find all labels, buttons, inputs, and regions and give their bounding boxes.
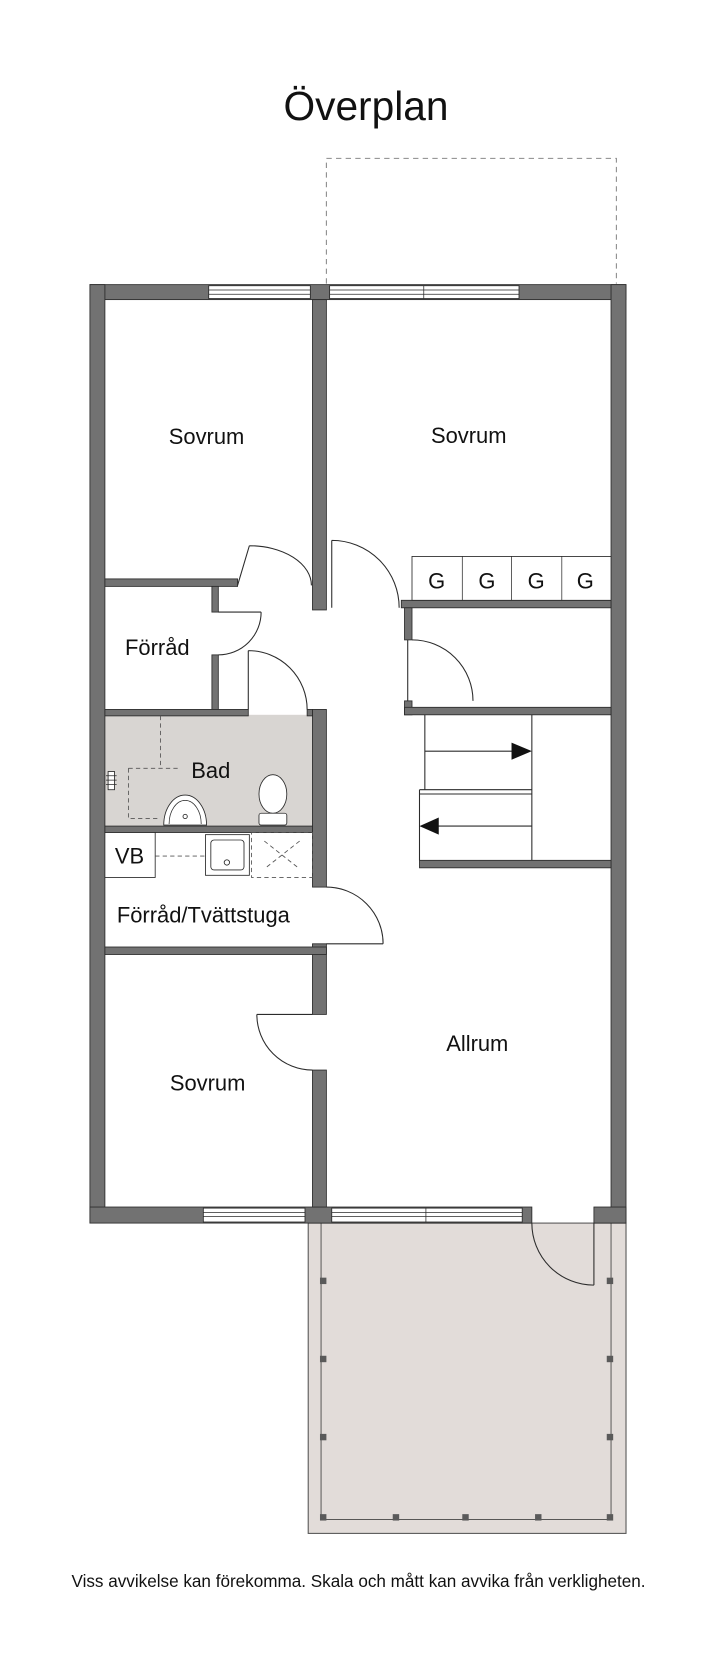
room-label-bad: Bad [191, 758, 230, 783]
appliance-space [251, 832, 313, 878]
window-frame [208, 285, 311, 299]
balcony-outline-dashed [325, 157, 617, 284]
utility-sink-drain [223, 859, 230, 866]
interior-wall-bedrooms [312, 299, 327, 611]
window-top-right [329, 285, 520, 299]
utility-sink-basin [210, 839, 245, 871]
door-terrace [531, 1223, 595, 1286]
terrace-post [319, 1433, 327, 1441]
exterior-wall-right [610, 284, 627, 1224]
door-storage [218, 611, 262, 656]
window-frame [331, 1207, 523, 1223]
door-bedroom-top-left [237, 545, 312, 586]
towel-warmer-icon [105, 771, 117, 791]
wardrobes: G G G G [411, 556, 612, 601]
wall-laundry-bottom [104, 946, 327, 955]
door-closet [407, 639, 474, 701]
window-top-left [208, 285, 311, 299]
window-glass [203, 1212, 305, 1218]
room-label-forrad: Förråd [125, 635, 190, 660]
stair-outline [418, 714, 533, 861]
terrace-post [535, 1514, 542, 1521]
wall-stair-bottom [419, 859, 612, 869]
terrace-post [606, 1433, 614, 1441]
washbasin-icon [163, 794, 207, 826]
wall-closets-bottom [400, 599, 612, 609]
washbasin-bowl [168, 800, 202, 824]
towel-warmer-body [107, 771, 115, 791]
doors [218, 539, 595, 1286]
terrace-post [319, 1514, 327, 1521]
room-label-sovrum-bottom: Sovrum [170, 1070, 246, 1095]
room-label-sovrum-top-right: Sovrum [431, 423, 507, 448]
wall-closet-left-upper [404, 607, 413, 641]
windows [202, 285, 523, 1223]
bathroom-fixtures [105, 715, 288, 826]
terrace-post [606, 1355, 614, 1363]
door-laundry [326, 886, 384, 945]
wall-bedroom-bottom [104, 578, 239, 587]
washbasin-drain [182, 813, 188, 820]
window-frame [329, 285, 520, 299]
plan-title: Överplan [284, 83, 449, 129]
terrace-floor [307, 1222, 627, 1534]
terrace-post [319, 1355, 327, 1363]
towel-warmer-rails [105, 775, 117, 785]
room-label-allrum: Allrum [446, 1031, 508, 1056]
wall-bath-bottom [104, 825, 313, 833]
wall-closet-bottom [404, 706, 612, 716]
disclaimer-text: Viss avvikelse kan förekomma. Skala och … [71, 1572, 645, 1591]
wall-storage-right-lower [211, 654, 219, 710]
shower-area-dashed [128, 715, 180, 820]
laundry-fixtures [104, 832, 313, 878]
door-bedroom-bottom [256, 1013, 313, 1071]
window-frame [202, 1207, 306, 1223]
door-bedroom-top-right [331, 539, 400, 608]
terrace-post [606, 1277, 614, 1285]
window-glass [329, 285, 520, 299]
wardrobe-label: G [428, 569, 445, 594]
terrace [307, 1222, 627, 1534]
window-bottom-left [202, 1207, 306, 1223]
window-glass [208, 289, 311, 295]
toilet-tank [258, 812, 288, 826]
interior-wall-lower-bedroom [312, 1069, 327, 1208]
wall-bath-top-right [306, 709, 313, 717]
appliance-space-cross [264, 840, 300, 870]
wardrobe-label: G [478, 569, 495, 594]
toilet-icon [258, 774, 288, 814]
window-bottom-right [331, 1207, 523, 1223]
door-bathroom [247, 650, 308, 710]
wardrobe-dividers [461, 556, 563, 601]
wall-bath-top-left [104, 709, 249, 717]
interior-walls [104, 299, 612, 1208]
room-label-forrad-tvattstuga: Förråd/Tvättstuga [117, 902, 291, 927]
stair-arrow-left-icon [419, 817, 439, 835]
window-glass [331, 1208, 523, 1223]
exterior-wall-bottom-right [593, 1206, 627, 1224]
interior-wall-laundry [312, 943, 327, 1015]
terrace-post [462, 1514, 469, 1521]
wardrobe-label: G [528, 569, 545, 594]
terrace-post [606, 1514, 614, 1521]
stair-arrow-right-icon [511, 742, 532, 760]
terrace-post [392, 1514, 400, 1521]
room-label-vb: VB [115, 844, 144, 869]
exterior-wall-left [89, 284, 106, 1224]
vb-cabinet [104, 832, 156, 878]
room-label-sovrum-top-left: Sovrum [169, 424, 245, 449]
terrace-post [319, 1277, 327, 1285]
staircase [418, 714, 533, 861]
wall-storage-right-upper [211, 585, 219, 613]
wardrobe-label: G [577, 569, 594, 594]
interior-wall-bath [312, 709, 327, 888]
